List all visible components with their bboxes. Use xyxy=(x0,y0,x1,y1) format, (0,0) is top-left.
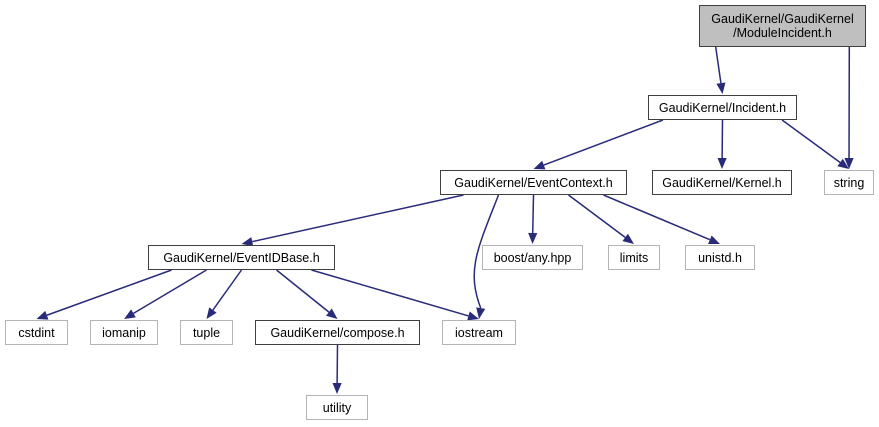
node-eventcontext[interactable]: GaudiKernel/EventContext.h xyxy=(440,170,627,195)
node-compose[interactable]: GaudiKernel/compose.h xyxy=(255,320,420,345)
node-unistd[interactable]: unistd.h xyxy=(685,245,755,270)
node-limits[interactable]: limits xyxy=(608,245,660,270)
node-incident[interactable]: GaudiKernel/Incident.h xyxy=(648,95,797,120)
node-utility[interactable]: utility xyxy=(306,395,368,420)
node-iomanip[interactable]: iomanip xyxy=(90,320,158,345)
node-boostany[interactable]: boost/any.hpp xyxy=(482,245,583,270)
node-kernel[interactable]: GaudiKernel/Kernel.h xyxy=(652,170,792,195)
node-eventidbase[interactable]: GaudiKernel/EventIDBase.h xyxy=(148,245,335,270)
node-tuple[interactable]: tuple xyxy=(180,320,233,345)
node-iostream[interactable]: iostream xyxy=(442,320,516,345)
node-cstdint[interactable]: cstdint xyxy=(5,320,68,345)
node-string[interactable]: string xyxy=(824,170,874,195)
node-moduleincident[interactable]: GaudiKernel/GaudiKernel /ModuleIncident.… xyxy=(699,5,866,47)
